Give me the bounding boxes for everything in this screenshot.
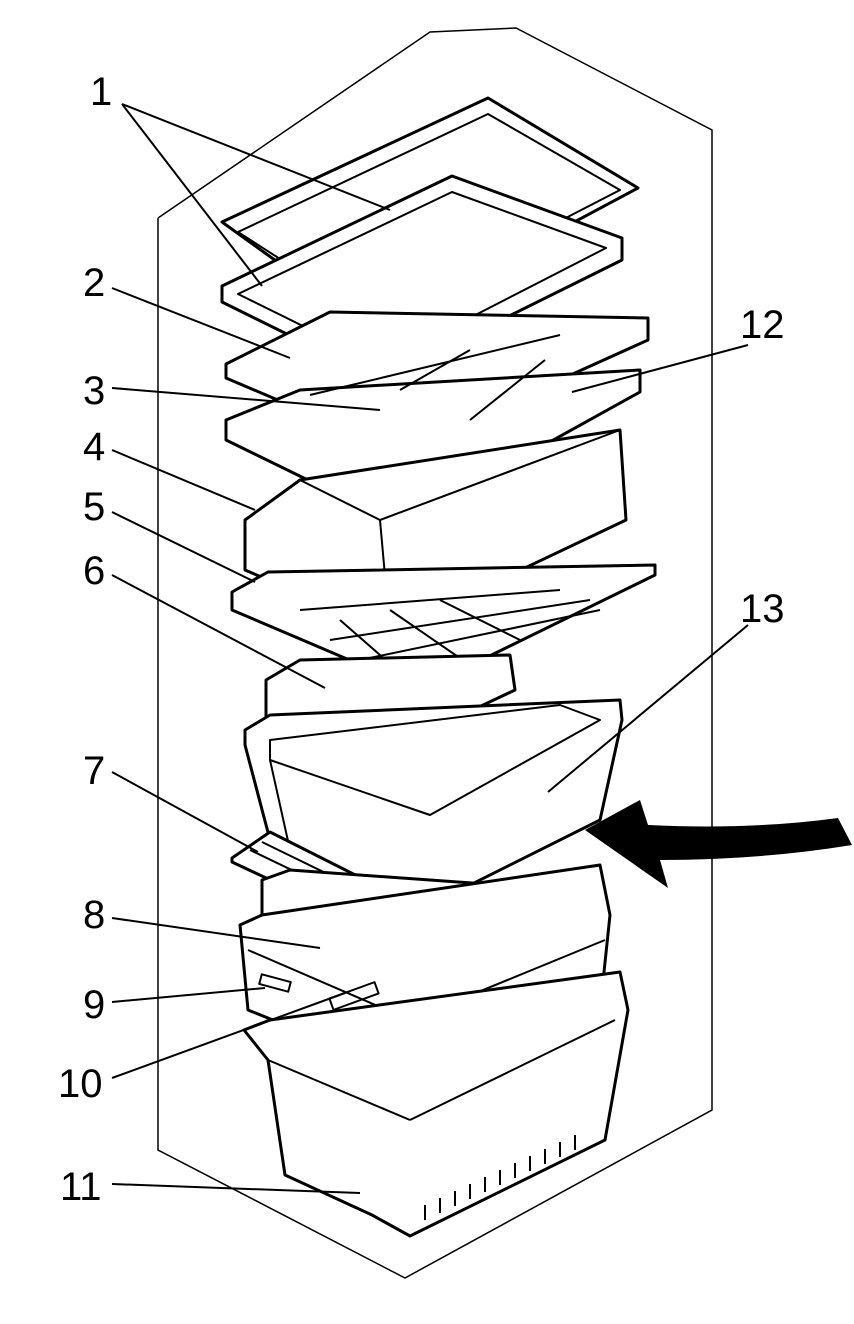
callout-9: 9 (83, 983, 105, 1027)
callout-6: 6 (83, 549, 105, 593)
insert-arrow-icon (585, 800, 852, 888)
callout-10: 10 (58, 1062, 103, 1106)
callout-4: 4 (83, 425, 105, 469)
callout-13: 13 (740, 587, 785, 631)
callout-3: 3 (83, 369, 105, 413)
cabinet-outline (157, 27, 713, 1279)
callout-5: 5 (83, 485, 105, 529)
callout-8: 8 (83, 893, 105, 937)
part-11-bottom-bin (242, 970, 630, 1238)
part-5-grid-shelf (230, 563, 657, 692)
leader-lines (111, 103, 749, 1194)
callout-7: 7 (83, 749, 105, 793)
callout-2: 2 (83, 261, 105, 305)
part-13-crisper (243, 698, 624, 912)
vent-slots (424, 1135, 576, 1220)
callout-11: 11 (60, 1165, 102, 1209)
callout-12: 12 (740, 303, 785, 347)
callout-1: 1 (90, 70, 112, 114)
